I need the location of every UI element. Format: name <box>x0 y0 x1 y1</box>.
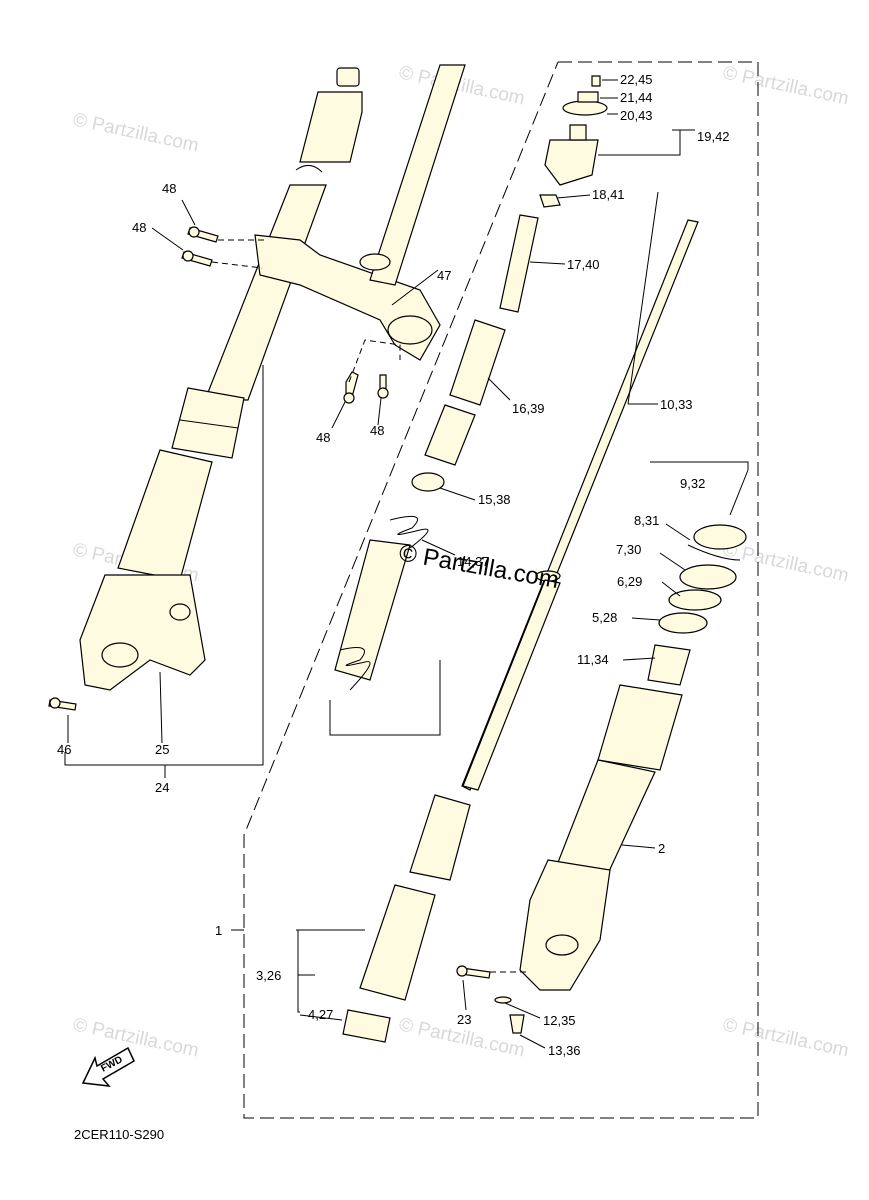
callout-label: 22,45 <box>620 72 653 87</box>
cap-top <box>569 124 587 141</box>
upper-tube-top <box>299 91 363 163</box>
callout-label: 17,40 <box>567 257 600 272</box>
slide-metal <box>658 612 708 634</box>
fork-cap-bolt <box>336 67 360 87</box>
watermark: © Partzilla.com <box>71 109 201 156</box>
callout-label: 15,38 <box>478 492 511 507</box>
bolt-head <box>377 387 389 399</box>
steering-stem <box>369 64 466 286</box>
axle-lug <box>79 574 206 691</box>
callout-label: 5,28 <box>592 610 617 625</box>
callout-label: 12,35 <box>543 1013 576 1028</box>
rebound-spring <box>339 647 371 691</box>
leader-dash <box>211 261 263 269</box>
slide-bush <box>342 1009 391 1043</box>
adjust-screw <box>591 75 601 87</box>
callout-label: 2 <box>658 841 665 856</box>
outer-tube-mid <box>554 759 656 881</box>
assembly-boundary <box>243 61 759 1119</box>
spring <box>389 515 429 549</box>
axle-hole <box>545 934 579 956</box>
inner-tube-lower <box>359 884 436 1001</box>
outer-tube <box>597 684 683 771</box>
bolt <box>345 371 359 398</box>
break-mark <box>295 165 323 173</box>
tube-band <box>179 419 239 429</box>
callout-label: 24 <box>155 780 169 795</box>
callout-label: 47 <box>437 268 451 283</box>
right-parts <box>456 524 747 1034</box>
callout-label: 4,27 <box>308 1007 333 1022</box>
leader-dash <box>348 339 401 383</box>
gasket <box>494 996 512 1004</box>
bolts-48 <box>48 226 389 711</box>
callout-label: 14,37 <box>457 554 490 569</box>
outer-tube-upper <box>171 387 245 459</box>
diagram-code: 2CER110-S290 <box>74 1127 164 1142</box>
callout-label: 20,43 <box>620 108 653 123</box>
dust-seal <box>693 524 747 550</box>
callout-label: 6,29 <box>617 574 642 589</box>
inner-tube <box>204 184 327 401</box>
watermark: © Partzilla.com <box>721 1014 851 1061</box>
callout-label: 48 <box>316 430 330 445</box>
bolt-head <box>188 226 200 238</box>
center-watermark: © Partzilla.com <box>397 539 561 594</box>
lock-nut <box>539 194 561 208</box>
adjust-nut <box>577 91 599 103</box>
damper-tube <box>462 579 561 791</box>
fwd-arrow-icon: FWD <box>81 1046 135 1087</box>
callout-label: 48 <box>162 181 176 196</box>
callout-label: 3,26 <box>256 968 281 983</box>
adjuster-rod <box>499 214 539 313</box>
callout-label: 18,41 <box>592 187 625 202</box>
callout-label: 1 <box>215 923 222 938</box>
bolt-head <box>456 965 468 977</box>
callout-label: 13,36 <box>548 1043 581 1058</box>
oil-seal <box>679 564 737 590</box>
watermark: © Partzilla.com <box>721 539 851 586</box>
bolt-head <box>49 697 61 709</box>
callout-label: 23 <box>457 1012 471 1027</box>
callout-label: 19,42 <box>697 129 730 144</box>
watermark: © Partzilla.com <box>71 1014 201 1061</box>
callout-label: 9,32 <box>680 476 705 491</box>
stem-ring <box>359 253 391 271</box>
callout-labels: 22,45 21,44 20,43 19,42 18,41 17,40 16,3… <box>57 72 730 1058</box>
collar <box>411 472 445 492</box>
caliper-mount <box>169 603 191 621</box>
callout-label: 7,30 <box>616 542 641 557</box>
callout-label: 48 <box>370 423 384 438</box>
callout-label: 8,31 <box>634 513 659 528</box>
drain-bolt <box>509 1014 525 1034</box>
callout-label: 11,34 <box>577 652 609 667</box>
callout-label: 48 <box>132 220 146 235</box>
o-ring <box>562 100 608 116</box>
center-parts <box>334 75 699 1043</box>
axle-hole <box>101 642 139 668</box>
washer <box>668 589 722 611</box>
cap-bolt <box>544 139 599 186</box>
callout-label: 10,33 <box>660 397 693 412</box>
callout-label: 46 <box>57 742 71 757</box>
bolt-head <box>343 392 355 404</box>
watermark: © Partzilla.com <box>721 62 851 109</box>
outer-tube-lower <box>117 449 213 581</box>
clip <box>687 544 741 561</box>
cap-tube-lower <box>424 404 476 466</box>
left-fork-assembly <box>79 64 466 691</box>
bolt-head <box>182 250 194 262</box>
leader-lines <box>64 79 749 1049</box>
inner-tube-upper <box>409 794 471 881</box>
guide-bush <box>647 644 691 686</box>
callout-label: 21,44 <box>620 90 653 105</box>
outer-axle-lug <box>519 859 611 991</box>
bracket-hole <box>387 315 433 345</box>
cap-tube <box>449 319 506 406</box>
damper-cylinder <box>334 539 411 681</box>
callout-label: 16,39 <box>512 401 545 416</box>
callout-label: 25 <box>155 742 169 757</box>
